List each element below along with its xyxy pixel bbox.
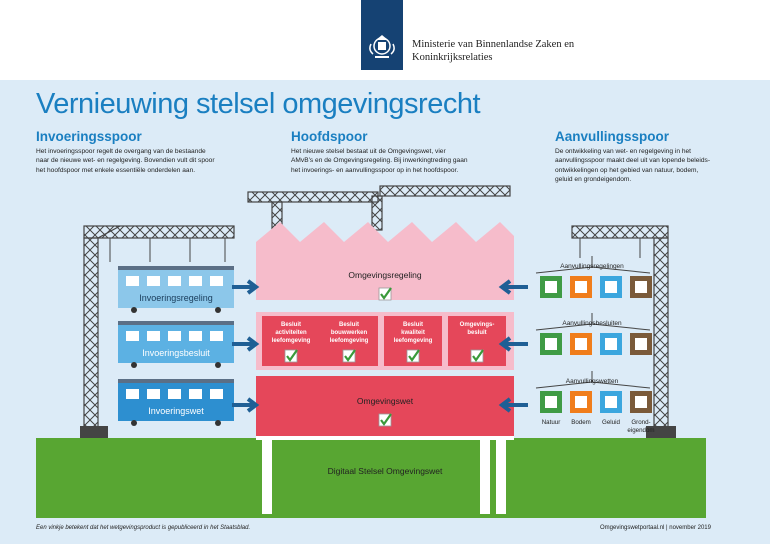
wagon-window (168, 331, 181, 341)
middle-boxes: Besluit activiteiten leefomgeving Besluit bo… (262, 316, 506, 366)
besluit-label-line: Besluit (281, 322, 301, 328)
aanvulling-square-inner (575, 338, 587, 350)
besluit-label-line: Besluit (403, 322, 423, 328)
check-icon (343, 350, 355, 362)
besluit-label-line: leefomgeving (330, 338, 369, 344)
aanvulling-square-inner (635, 396, 647, 408)
besluit-box: Omgevings-besluit (448, 316, 506, 366)
besluit-label-line: Besluit (339, 322, 359, 328)
besluit-label-line: bouwwerken (331, 330, 368, 336)
wagon: Invoeringsregeling (118, 266, 234, 313)
aanvulling-group: Aanvullingsbesluiten (536, 313, 652, 355)
wagon-window (168, 276, 181, 286)
wagon-window (126, 276, 139, 286)
arrow-right-icon (232, 281, 256, 293)
aanvulling-category-label: eigendom (627, 427, 654, 434)
left-wagons: InvoeringsregelingInvoeringsbesluitInvoe… (118, 266, 234, 426)
wagon: Invoeringsbesluit (118, 321, 234, 368)
wagon-window (189, 276, 202, 286)
arrow-left-icon (502, 281, 528, 293)
check-icon (379, 288, 391, 300)
wagon-label: Invoeringsbesluit (142, 348, 210, 358)
wagon-label: Invoeringsregeling (139, 293, 213, 303)
aanvulling-category-label: Bodem (571, 419, 591, 426)
aanvulling-square-inner (605, 396, 617, 408)
arrow-left-icon (502, 338, 528, 350)
besluit-label-line: activiteiten (275, 330, 307, 336)
arrow-right-icon (232, 399, 256, 411)
besluit-label-line: kwaliteit (401, 330, 425, 336)
footer-note: Een vinkje betekent dat het wetgevingspr… (36, 525, 250, 531)
besluit-label-line: besluit (467, 330, 486, 336)
omgevingsregeling-label: Omgevingsregeling (348, 270, 422, 280)
wheel (215, 362, 221, 368)
wheel (131, 362, 137, 368)
besluit-box: Besluit activiteiten leefomgeving (262, 316, 320, 366)
aanvulling-category-label: Geluid (602, 419, 620, 426)
aanvulling-group-label: Aanvullingsregelingen (560, 263, 624, 270)
wheel (215, 420, 221, 426)
wheel (131, 420, 137, 426)
pillar (496, 440, 506, 514)
besluit-label-line: leefomgeving (394, 338, 433, 344)
aanvulling-square-inner (545, 338, 557, 350)
footer-source: Omgevingswetportaal.nl | november 2019 (600, 525, 711, 531)
besluit-box: Besluit kwaliteit leefomgeving (384, 316, 442, 366)
aanvulling-group-label: Aanvullingswetten (566, 378, 619, 385)
wagon-window (126, 331, 139, 341)
wheel (215, 307, 221, 313)
aanvulling-square-inner (575, 281, 587, 293)
arrow-right-icon (232, 338, 256, 350)
aanvulling-square-inner (575, 396, 587, 408)
wagon-window (210, 331, 223, 341)
aanvulling-category-label: Natuur (542, 419, 561, 426)
wagon-window (210, 276, 223, 286)
wagon-window (189, 331, 202, 341)
wheel (131, 307, 137, 313)
right-groups: AanvullingsregelingenAanvullingsbesluite… (536, 256, 655, 434)
check-icon (471, 350, 483, 362)
besluit-label-line: leefomgeving (272, 338, 311, 344)
check-icon (407, 350, 419, 362)
omgevingswet-floor (256, 376, 514, 436)
besluit-label-line: Omgevings- (460, 322, 495, 328)
aanvulling-category-label: Grond- (631, 419, 650, 426)
wagon-window (189, 389, 202, 399)
wagon-window (147, 389, 160, 399)
foundation-label: Digitaal Stelsel Omgevingswet (328, 466, 443, 476)
aanvulling-square-inner (545, 396, 557, 408)
aanvulling-group-label: Aanvullingsbesluiten (562, 320, 622, 327)
pillar (480, 440, 490, 514)
wagon-window (147, 276, 160, 286)
aanvulling-group: Aanvullingsregelingen (536, 256, 652, 298)
wagon-window (210, 389, 223, 399)
aanvulling-square-inner (635, 281, 647, 293)
middle-cranes (248, 186, 510, 232)
arrow-left-icon (502, 399, 528, 411)
aanvulling-square-inner (605, 281, 617, 293)
wagon-window (147, 331, 160, 341)
wagon-label: Invoeringswet (148, 406, 204, 416)
besluit-box: Besluit bouwwerken leefomgeving (320, 316, 378, 366)
check-icon (379, 414, 391, 426)
aanvulling-square-inner (605, 338, 617, 350)
aanvulling-group: Aanvullingswetten (536, 371, 652, 413)
wagon-window (126, 389, 139, 399)
check-icon (285, 350, 297, 362)
aanvulling-square-inner (635, 338, 647, 350)
wagon-window (168, 389, 181, 399)
ground (36, 438, 706, 518)
pillar (262, 440, 272, 514)
wagon: Invoeringswet (118, 379, 234, 426)
omgevingswet-label: Omgevingswet (357, 396, 414, 406)
aanvulling-square-inner (545, 281, 557, 293)
